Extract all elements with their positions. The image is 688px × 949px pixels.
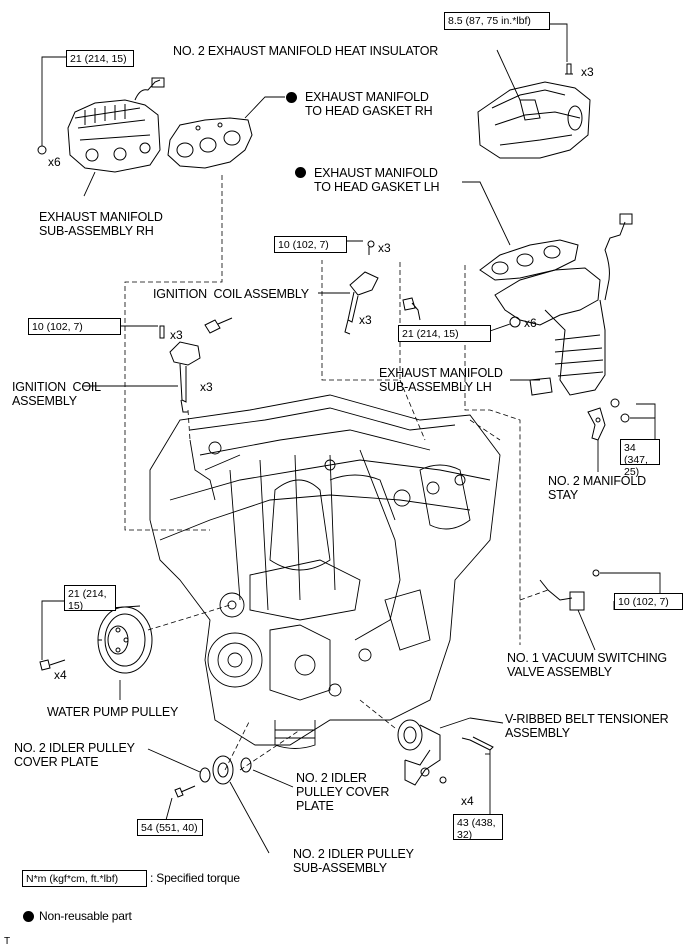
torque-box-manifold-lh: 21 (214, 15) — [398, 325, 491, 342]
qty-coil-right-bolt: x3 — [378, 241, 391, 255]
legend-torque-text: : Specified torque — [150, 871, 240, 885]
legend-torque-key: N*m (kgf*cm, ft.*lbf) — [22, 870, 147, 887]
legend-nonreusable-text: Non-reusable part — [39, 909, 132, 923]
label-ignition-coil-left-line2: ASSEMBLY — [12, 394, 77, 408]
nonreusable-mark-gasket-rh — [286, 92, 297, 103]
qty-heat-insulator: x3 — [581, 65, 594, 79]
label-idler-cover-left-line2: COVER PLATE — [14, 755, 99, 769]
label-manifold-lh-line2: SUB-ASSEMBLY LH — [379, 380, 492, 394]
label-manifold-rh-line1: EXHAUST MANIFOLD — [39, 210, 163, 224]
label-vsv-line1: NO. 1 VACUUM SWITCHING — [507, 651, 667, 665]
ignition-coil-left-part — [159, 317, 233, 413]
label-tensioner-line1: V-RIBBED BELT TENSIONER — [505, 712, 669, 726]
label-heat-insulator: NO. 2 EXHAUST MANIFOLD HEAT INSULATOR — [173, 44, 439, 58]
label-gasket-rh-line2: TO HEAD GASKET RH — [305, 104, 433, 118]
label-manifold-stay-line1: NO. 2 MANIFOLD — [548, 474, 646, 488]
label-vsv-line2: VALVE ASSEMBLY — [507, 665, 612, 679]
torque-box-water-pump: 21 (214, 15) — [64, 585, 116, 612]
torque-box-manifold-rh: 21 (214, 15) — [66, 50, 134, 67]
label-idler-sub-line2: SUB-ASSEMBLY — [293, 861, 387, 875]
label-idler-sub-line1: NO. 2 IDLER PULLEY — [293, 847, 414, 861]
label-gasket-rh-line1: EXHAUST MANIFOLD — [305, 90, 429, 104]
label-gasket-lh-line2: TO HEAD GASKET LH — [314, 180, 440, 194]
qty-manifold-lh: x6 — [524, 316, 537, 330]
torque-box-tensioner: 43 (438, 32) — [453, 814, 503, 841]
torque-box-vsv: 10 (102, 7) — [614, 593, 683, 610]
qty-coil-left-bolt: x3 — [170, 328, 183, 342]
exhaust-manifold-gasket-lh-part — [479, 239, 579, 281]
label-ignition-coil-left-line1: IGNITION COIL — [12, 380, 101, 394]
engine-block — [149, 394, 501, 749]
heat-insulator-part — [477, 63, 591, 159]
label-tensioner-line2: ASSEMBLY — [505, 726, 570, 740]
vsv-part — [539, 569, 600, 611]
assembly-dashed-lines — [124, 175, 549, 771]
exhaust-manifold-gasket-rh-part — [167, 117, 253, 169]
label-manifold-stay-line2: STAY — [548, 488, 578, 502]
label-idler-cover-right-line2: PULLEY COVER — [296, 785, 390, 799]
label-ignition-coil-right: IGNITION COIL ASSEMBLY — [153, 287, 309, 301]
torque-box-coil-right: 10 (102, 7) — [274, 236, 347, 253]
label-water-pump-pulley: WATER PUMP PULLEY — [47, 705, 179, 719]
label-idler-cover-left-line1: NO. 2 IDLER PULLEY — [14, 741, 135, 755]
label-manifold-rh-line2: SUB-ASSEMBLY RH — [39, 224, 154, 238]
ignition-coil-right-part — [344, 240, 421, 335]
water-pump-pulley-part — [39, 605, 153, 674]
qty-manifold-rh: x6 — [48, 155, 61, 169]
label-gasket-lh-line1: EXHAUST MANIFOLD — [314, 166, 438, 180]
label-idler-cover-right-line3: PLATE — [296, 799, 334, 813]
nonreusable-mark-gasket-lh — [295, 167, 306, 178]
idler-pulley-parts — [174, 755, 252, 798]
footer-mark: T — [4, 936, 10, 947]
torque-box-heat-insulator: 8.5 (87, 75 in.*lbf) — [444, 12, 550, 30]
manifold-stay-part — [587, 407, 606, 441]
leader-lines — [41, 23, 661, 854]
qty-tensioner: x4 — [461, 794, 474, 808]
torque-box-coil-left: 10 (102, 7) — [28, 318, 121, 335]
tensioner-part — [397, 719, 494, 786]
label-idler-cover-right-line1: NO. 2 IDLER — [296, 771, 367, 785]
exhaust-manifold-lh-part — [494, 213, 633, 423]
exhaust-manifold-rh-part — [37, 77, 165, 173]
qty-coil-left: x3 — [200, 380, 213, 394]
legend-nonreusable-mark — [23, 911, 34, 922]
qty-water-pump: x4 — [54, 668, 67, 682]
torque-box-stay: 34 (347, 25) — [620, 439, 660, 478]
torque-box-idler: 54 (551, 40) — [137, 819, 203, 836]
label-manifold-lh-line1: EXHAUST MANIFOLD — [379, 366, 503, 380]
qty-coil-right: x3 — [359, 313, 372, 327]
